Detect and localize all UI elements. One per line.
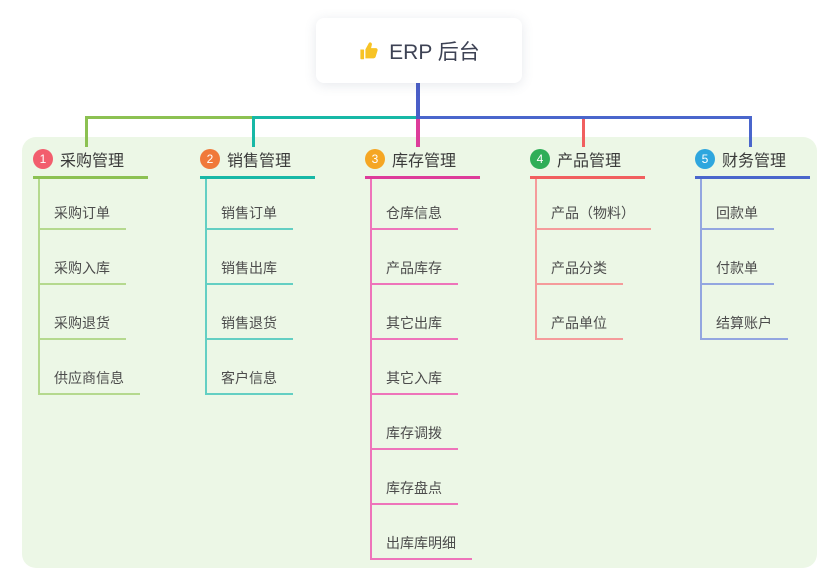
child-node-label: 采购退货 [40,313,126,340]
branch-label: 财务管理 [722,153,787,170]
child-node[interactable]: 采购退货 [40,285,155,340]
child-node-label: 采购入库 [40,258,126,285]
child-node-label: 供应商信息 [40,368,140,395]
branch-title[interactable]: 5 财务管理 [695,147,810,179]
child-node-label: 结算账户 [702,313,788,340]
branch-title[interactable]: 1 采购管理 [33,147,148,179]
child-node[interactable]: 结算账户 [702,285,817,340]
connector-line [582,119,585,147]
child-node-label: 出库库明细 [372,533,472,560]
child-node[interactable]: 供应商信息 [40,340,155,395]
branch-title[interactable]: 2 销售管理 [200,147,315,179]
branch-children: 销售订单销售出库销售退货客户信息 [205,179,322,395]
branch-label: 销售管理 [227,153,292,170]
connector-line [416,82,420,119]
child-node[interactable]: 其它出库 [372,285,487,340]
child-node[interactable]: 产品库存 [372,230,487,285]
child-node-label: 产品分类 [537,258,623,285]
branch-5: 5 财务管理回款单付款单结算账户 [695,147,817,340]
child-node-label: 库存调拨 [372,423,458,450]
branch-number-badge: 1 [33,149,53,169]
child-node[interactable]: 销售出库 [207,230,322,285]
child-node[interactable]: 库存调拨 [372,395,487,450]
child-node[interactable]: 销售订单 [207,179,322,230]
branch-children: 回款单付款单结算账户 [700,179,817,340]
child-node-label: 销售出库 [207,258,293,285]
child-node[interactable]: 付款单 [702,230,817,285]
connector-line [252,119,255,147]
branch-1: 1 采购管理采购订单采购入库采购退货供应商信息 [33,147,155,395]
root-title: ERP 后台 [389,40,480,64]
branch-3: 3 库存管理仓库信息产品库存其它出库其它入库库存调拨库存盘点出库库明细 [365,147,487,560]
branch-number-badge: 3 [365,149,385,169]
child-node[interactable]: 采购入库 [40,230,155,285]
thumbs-up-icon [358,40,380,62]
branch-children: 采购订单采购入库采购退货供应商信息 [38,179,155,395]
child-node-label: 库存盘点 [372,478,458,505]
child-node[interactable]: 客户信息 [207,340,322,395]
branch-number-badge: 5 [695,149,715,169]
connector-line [418,116,752,119]
connector-line [252,116,418,119]
connector-line [85,119,88,147]
branch-title[interactable]: 3 库存管理 [365,147,480,179]
child-node[interactable]: 其它入库 [372,340,487,395]
connector-line [416,119,420,147]
child-node-label: 回款单 [702,203,774,230]
branch-number-badge: 4 [530,149,550,169]
child-node-label: 产品库存 [372,258,458,285]
child-node[interactable]: 采购订单 [40,179,155,230]
branch-label: 产品管理 [557,153,622,170]
connector-line [85,116,252,119]
child-node[interactable]: 销售退货 [207,285,322,340]
child-node-label: 销售退货 [207,313,293,340]
branch-children: 产品（物料） 产品分类产品单位 [535,179,652,340]
branch-number-badge: 2 [200,149,220,169]
branch-children: 仓库信息产品库存其它出库其它入库库存调拨库存盘点出库库明细 [370,179,487,560]
child-node-label: 仓库信息 [372,203,458,230]
branch-title[interactable]: 4 产品管理 [530,147,645,179]
child-node-label: 付款单 [702,258,774,285]
child-node[interactable]: 产品（物料） [537,179,652,230]
child-node[interactable]: 仓库信息 [372,179,487,230]
child-node-label: 销售订单 [207,203,293,230]
child-node[interactable]: 库存盘点 [372,450,487,505]
child-node[interactable]: 产品分类 [537,230,652,285]
child-node-label: 客户信息 [207,368,293,395]
branch-label: 采购管理 [60,153,125,170]
root-node[interactable]: ERP 后台 [316,18,522,83]
branch-label: 库存管理 [392,153,457,170]
child-node-label: 产品（物料） [537,203,651,230]
branches-panel [22,137,817,568]
child-node-label: 产品单位 [537,313,623,340]
branch-2: 2 销售管理销售订单销售出库销售退货客户信息 [200,147,322,395]
child-node-label: 其它入库 [372,368,458,395]
child-node-label: 采购订单 [40,203,126,230]
child-node[interactable]: 回款单 [702,179,817,230]
child-node-label: 其它出库 [372,313,458,340]
child-node[interactable]: 产品单位 [537,285,652,340]
child-node[interactable]: 出库库明细 [372,505,487,560]
branch-4: 4 产品管理产品（物料） 产品分类产品单位 [530,147,652,340]
connector-line [749,119,752,147]
